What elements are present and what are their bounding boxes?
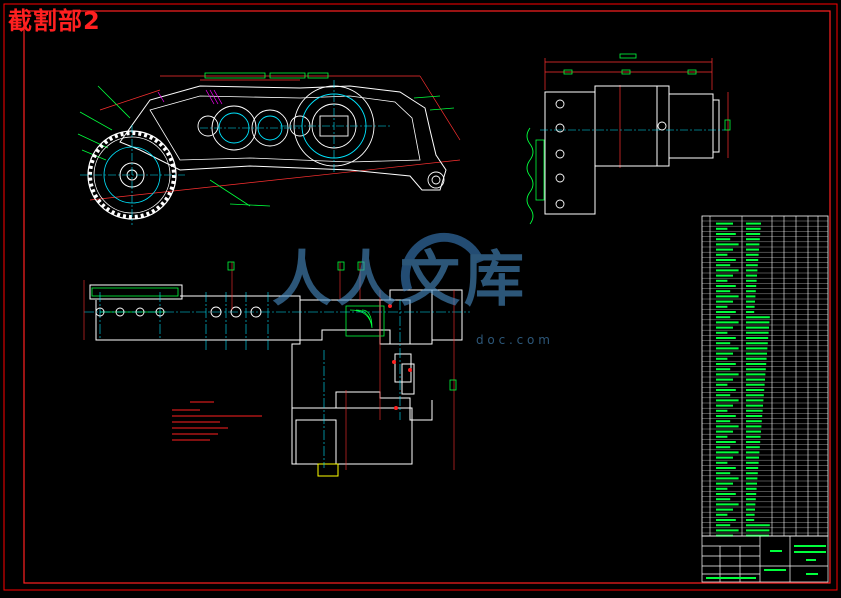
watermark-logo: 人人文库 d o c . c o m xyxy=(272,232,550,347)
inner-frame xyxy=(23,10,831,584)
watermark-text: 人人文库 xyxy=(272,245,528,315)
arm-casing xyxy=(119,85,447,191)
motor-body xyxy=(544,91,596,215)
title-block xyxy=(701,535,829,583)
plan-section-view xyxy=(83,261,470,477)
gear-train xyxy=(197,85,445,189)
technical-notes xyxy=(172,401,262,441)
side-elevation-view xyxy=(77,72,461,225)
end-view xyxy=(526,53,731,225)
drawing-title: 截割部2 xyxy=(8,7,101,35)
outer-frame xyxy=(3,3,838,591)
watermark-url: d o c . c o m xyxy=(476,333,550,347)
parts-list xyxy=(701,215,829,537)
